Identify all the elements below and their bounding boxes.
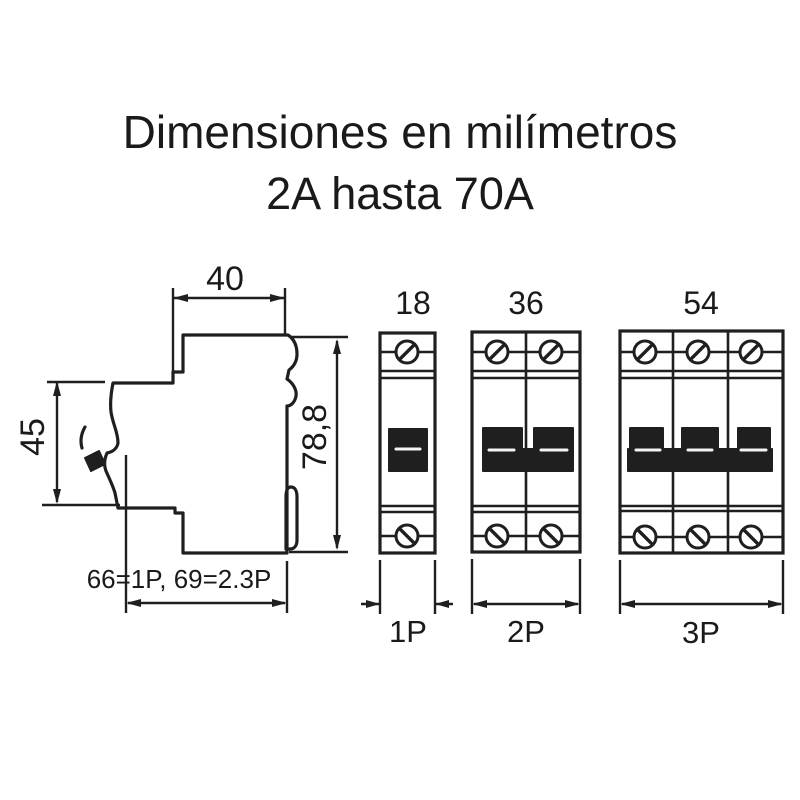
dim-label-40: 40 [206, 260, 244, 298]
dim-label-depth: 66=1P, 69=2.3P [87, 564, 272, 594]
arrowhead-right [272, 599, 287, 607]
arrowhead-down [53, 489, 61, 504]
arrowhead-left [173, 294, 188, 302]
arrowhead-left [472, 600, 487, 608]
screw-icon [484, 523, 510, 549]
arrowhead-right [768, 600, 783, 608]
toggle-lever-side [84, 450, 106, 472]
dim-width-2p: 2P [470, 559, 582, 649]
page-subtitle: 2A hasta 70A [266, 168, 534, 219]
width-label-2p: 36 [508, 285, 544, 321]
side-view: 40 45 78,8 [14, 260, 348, 613]
dim-width-3p: 3P [618, 560, 785, 650]
arrowhead-left [435, 600, 449, 608]
screw-icon [632, 339, 658, 365]
front-view-2p: 36 [470, 285, 582, 649]
arrowhead-right [565, 600, 580, 608]
width-label-1p: 18 [395, 285, 431, 321]
dim-top-width: 40 [171, 260, 287, 371]
extension-lines [289, 335, 348, 554]
screw-icon [394, 523, 420, 549]
dim-label-45: 45 [14, 418, 52, 456]
screw-icon [632, 524, 658, 550]
extension-lines [618, 560, 785, 614]
screw-icon [738, 339, 764, 365]
width-label-3p: 54 [683, 285, 719, 321]
dim-width-1p: 1P [361, 560, 453, 649]
screw-icon [394, 339, 420, 365]
screw-icon [685, 524, 711, 550]
extension-lines [470, 559, 582, 614]
extension-lines [124, 455, 289, 613]
dim-depth: 66=1P, 69=2.3P [87, 455, 289, 613]
page-title: Dimensiones en milímetros [122, 106, 678, 158]
screw-icon [484, 339, 510, 365]
din-clip-tab [284, 485, 299, 551]
arrowhead-down [333, 535, 341, 550]
pole-label-3p: 3P [682, 615, 720, 650]
arrowhead-right [270, 294, 285, 302]
screw-icon [738, 524, 764, 550]
arrowhead-left [126, 599, 141, 607]
lever-arc [79, 425, 87, 450]
dim-label-78-8: 78,8 [296, 404, 334, 470]
panel-lines-2p [472, 332, 580, 552]
side-profile-outline [103, 333, 299, 555]
screw-icon [538, 339, 564, 365]
extension-lines [42, 380, 120, 507]
extension-lines [171, 288, 287, 371]
extension-lines [378, 560, 437, 614]
toggle-switch-2p [482, 427, 574, 472]
dim-height-45: 45 [14, 380, 120, 507]
arrowhead-up [53, 381, 61, 396]
pole-label-2p: 2P [507, 614, 545, 649]
pole-label-1p: 1P [389, 614, 427, 649]
screw-icon [538, 523, 564, 549]
arrowhead-right [366, 600, 380, 608]
front-view-3p: 54 [618, 285, 785, 650]
arrowhead-left [620, 600, 635, 608]
screw-icon [685, 339, 711, 365]
front-view-1p: 18 1P [361, 285, 453, 649]
dim-height-78-8: 78,8 [289, 335, 348, 554]
arrowhead-up [333, 339, 341, 354]
